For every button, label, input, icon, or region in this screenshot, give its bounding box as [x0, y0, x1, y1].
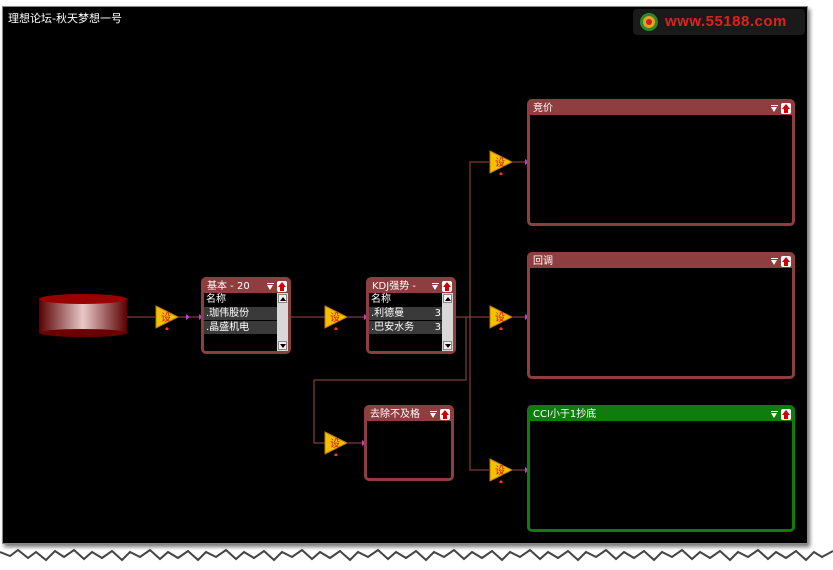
collapse-up-icon[interactable]: [781, 103, 791, 114]
scroll-up-icon[interactable]: [278, 294, 287, 303]
stock-list[interactable]: 名称 .珈伟股份 .晶盛机电: [204, 293, 277, 351]
column-header-name: 名称: [204, 293, 277, 306]
filter-icon[interactable]: 设: [488, 304, 514, 330]
filter-label: 设: [495, 465, 505, 477]
scroll-down-icon[interactable]: [443, 341, 452, 350]
node-bid-title: 竞价: [533, 103, 553, 114]
collapse-up-icon[interactable]: [781, 409, 791, 420]
watermark: www.55188.com: [633, 9, 805, 35]
node-remove-header[interactable]: 去除不及格: [367, 408, 451, 421]
dropdown-icon[interactable]: [770, 410, 779, 420]
node-cci-header[interactable]: CCI小于1抄底: [530, 408, 792, 421]
node-cci-title: CCI小于1抄底: [533, 409, 597, 420]
node-bid-header[interactable]: 竞价: [530, 102, 792, 115]
filter-icon[interactable]: 设: [488, 457, 514, 483]
list-scrollbar[interactable]: [277, 293, 288, 351]
scroll-up-icon[interactable]: [443, 294, 452, 303]
collapse-up-icon[interactable]: [781, 256, 791, 267]
filter-label: 设: [330, 438, 340, 450]
dropdown-icon[interactable]: [266, 282, 275, 292]
node-basic-title: 基本 - 20: [207, 281, 250, 292]
collapse-up-icon[interactable]: [442, 281, 452, 292]
dropdown-icon[interactable]: [431, 282, 440, 292]
list-scrollbar[interactable]: [442, 293, 453, 351]
watermark-text: www.55188.com: [665, 13, 787, 30]
dropdown-icon[interactable]: [770, 257, 779, 267]
dropdown-icon[interactable]: [429, 410, 438, 420]
filter-label: 设: [330, 312, 340, 324]
data-source-database-icon[interactable]: [38, 293, 130, 339]
node-pullback-title: 回调: [533, 256, 553, 267]
scroll-down-icon[interactable]: [278, 341, 287, 350]
filter-icon[interactable]: 设: [154, 304, 180, 330]
filter-label: 设: [495, 157, 505, 169]
filter-icon[interactable]: 设: [488, 149, 514, 175]
dropdown-icon[interactable]: [770, 104, 779, 114]
list-item[interactable]: .珈伟股份: [204, 306, 277, 320]
node-kdj-title: KDJ强势 -: [372, 281, 416, 292]
node-cci[interactable]: CCI小于1抄底: [527, 405, 795, 532]
filter-icon[interactable]: 设: [323, 430, 349, 456]
list-item[interactable]: .晶盛机电: [204, 320, 277, 334]
filter-icon[interactable]: 设: [323, 304, 349, 330]
collapse-up-icon[interactable]: [277, 281, 287, 292]
node-bid[interactable]: 竞价: [527, 99, 795, 226]
node-remove[interactable]: 去除不及格: [364, 405, 454, 481]
strategy-canvas: 理想论坛-秋天梦想一号 www.55188.com: [2, 6, 808, 544]
node-pullback-header[interactable]: 回调: [530, 255, 792, 268]
torn-edge-decoration: [0, 548, 833, 562]
filter-label: 设: [495, 312, 505, 324]
site-logo-icon: [640, 13, 658, 31]
node-pullback[interactable]: 回调: [527, 252, 795, 379]
node-basic[interactable]: 基本 - 20 名称 .珈伟股份 .晶盛机电: [201, 277, 291, 354]
node-basic-header[interactable]: 基本 - 20: [204, 280, 288, 293]
column-header-name: 名称: [369, 293, 442, 306]
node-remove-title: 去除不及格: [370, 409, 420, 420]
node-kdj-header[interactable]: KDJ强势 -: [369, 280, 453, 293]
filter-label: 设: [161, 312, 171, 324]
collapse-up-icon[interactable]: [440, 409, 450, 420]
window-title: 理想论坛-秋天梦想一号: [8, 12, 122, 25]
